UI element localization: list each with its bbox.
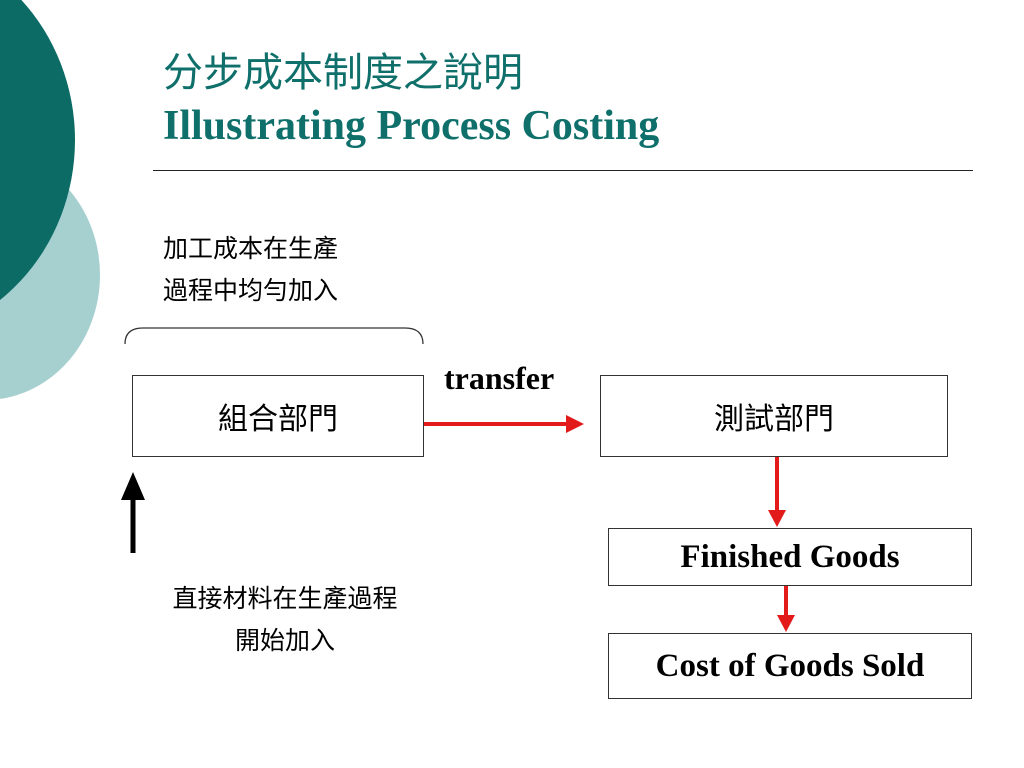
title-chinese: 分步成本制度之說明	[163, 50, 523, 96]
conversion-cost-note-line-1: 加工成本在生產	[163, 234, 339, 263]
cost-of-goods-sold-box: Cost of Goods Sold	[608, 633, 972, 699]
title-divider	[153, 170, 973, 171]
testing-to-finished-goods-arrow	[768, 457, 786, 527]
direct-materials-note-line-2: 開始加入	[234, 626, 335, 655]
materials-input-arrow	[121, 472, 145, 553]
assembly-department-box: 組合部門	[132, 375, 424, 457]
finished-goods-to-cogs-arrow	[777, 586, 795, 632]
transfer-arrow	[424, 415, 584, 433]
testing-department-box: 測試部門	[600, 375, 948, 457]
title-english: Illustrating Process Costing	[163, 103, 660, 149]
direct-materials-note: 直接材料在生產過程 開始加入	[125, 578, 445, 662]
conversion-cost-note: 加工成本在生產 過程中均勻加入	[163, 228, 338, 312]
transfer-label: transfer	[444, 360, 555, 396]
conversion-cost-brace	[124, 327, 424, 345]
conversion-cost-note-line-2: 過程中均勻加入	[163, 276, 339, 305]
finished-goods-box: Finished Goods	[608, 528, 972, 586]
direct-materials-note-line-1: 直接材料在生產過程	[172, 584, 398, 613]
